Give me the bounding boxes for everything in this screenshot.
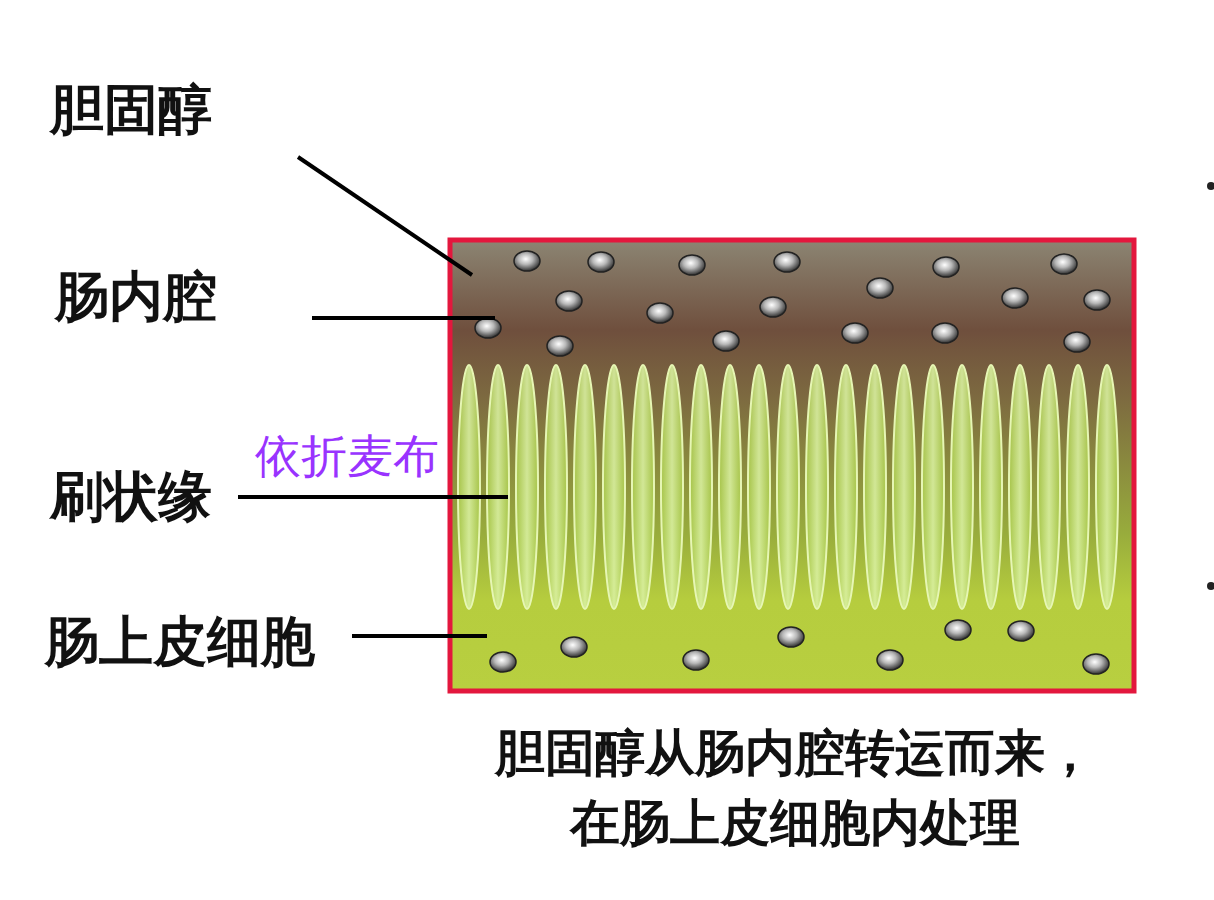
leader-line [352,634,487,638]
villus [487,365,509,609]
villus [690,365,712,609]
cholesterol-particle [1002,288,1028,308]
villus [1096,365,1118,609]
villus [980,365,1002,609]
cholesterol-particle [1064,332,1090,352]
cholesterol-particle [547,336,573,356]
cholesterol-particle [778,627,804,647]
cholesterol-particle [475,318,501,338]
villus [893,365,915,609]
leader-line [312,316,495,320]
villus [516,365,538,609]
cholesterol-particle [867,278,893,298]
cholesterol-particle [561,637,587,657]
cholesterol-particle [1084,290,1110,310]
cholesterol-particle [932,323,958,343]
cholesterol-particle [1083,654,1109,674]
villus [661,365,683,609]
part-label: 刷状缘 [50,467,212,526]
villus [719,365,741,609]
leader-line [238,495,508,499]
cholesterol-particle [945,620,971,640]
tissue-ground [450,240,1134,691]
cholesterol-particle [933,257,959,277]
villus [1067,365,1089,609]
part-label: 肠内腔 [55,267,217,326]
villus [864,365,886,609]
villus [1038,365,1060,609]
cholesterol-particle [588,252,614,272]
cholesterol-particle [877,650,903,670]
villus [574,365,596,609]
villus [1009,365,1031,609]
watermark: 依折麦布 [255,431,439,482]
cholesterol-particle [556,291,582,311]
villus [777,365,799,609]
cholesterol-particle [514,251,540,271]
villus [632,365,654,609]
cholesterol-particle [1008,621,1034,641]
brush-border-villi [458,365,1118,609]
villus [806,365,828,609]
caption: 胆固醇从肠内腔转运而来， 在肠上皮细胞内处理 [480,718,1110,858]
bullet-dot [1207,582,1214,590]
part-label: 肠上皮细胞 [45,612,315,671]
cholesterol-particle [774,252,800,272]
cholesterol-particle [683,650,709,670]
villus [951,365,973,609]
villus [835,365,857,609]
frame-border [450,240,1134,691]
cholesterol-particle [1051,254,1077,274]
leader-lines [238,157,508,636]
cholesterol-particle [760,297,786,317]
villus [748,365,770,609]
leader-line [298,157,472,275]
bullet-dot [1207,182,1214,190]
cholesterol-particle [713,331,739,351]
cholesterol-particle [842,323,868,343]
villus [603,365,625,609]
villus [922,365,944,609]
cholesterol-particle [679,255,705,275]
villus [545,365,567,609]
villus [458,365,480,609]
part-label: 胆固醇 [50,80,212,139]
cholesterol-particle [647,303,673,323]
cholesterol-particle [490,652,516,672]
cholesterol-particles [475,251,1110,674]
